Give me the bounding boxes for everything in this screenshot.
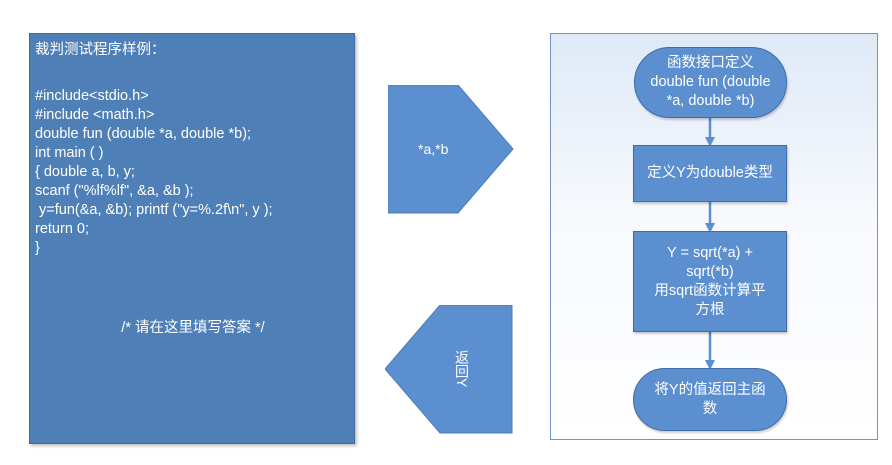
left-arrow-label: 返回Y — [454, 350, 470, 388]
flow-step-define: 定义Y为double类型 — [633, 145, 787, 202]
code-title: 裁判测试程序样例： — [35, 42, 166, 58]
code-line: int main ( ) — [35, 145, 104, 161]
code-line: { double a, b, y; — [35, 164, 135, 180]
code-line: double fun (double *a, double *b); — [35, 126, 252, 142]
node-text: 用sqrt函数计算平 — [654, 282, 766, 299]
node-text: 将Y的值返回主函 — [654, 381, 766, 398]
code-line: return 0; — [35, 221, 89, 237]
flow-start-node: 函数接口定义 double fun (double *a, double *b) — [634, 47, 787, 118]
answer-placeholder: /* 请在这里填写答案 */ — [121, 320, 265, 336]
right-arrow — [388, 85, 514, 214]
node-text: Y = sqrt(*a) + — [667, 244, 753, 261]
node-text: *a, double *b) — [666, 93, 755, 109]
flow-step-compute: Y = sqrt(*a) + sqrt(*b) 用sqrt函数计算平 方根 — [633, 231, 787, 332]
code-line: scanf ("%lf%lf", &a, &b ); — [35, 183, 194, 199]
node-text: 方根 — [695, 301, 725, 318]
code-line: y=fun(&a, &b); printf ("y=%.2f\n", y ); — [35, 202, 273, 218]
flow-end-node: 将Y的值返回主函 数 — [633, 368, 787, 431]
code-line: } — [35, 240, 40, 256]
code-line: #include <math.h> — [35, 107, 155, 123]
node-text: 函数接口定义 — [667, 55, 754, 71]
node-text: double fun (double — [650, 74, 771, 90]
code-line: #include<stdio.h> — [35, 88, 149, 104]
left-arrow — [385, 305, 513, 434]
right-arrow-label: *a,*b — [418, 141, 449, 157]
node-text: 定义Y为double类型 — [647, 165, 773, 181]
code-lines: #include<stdio.h> #include <math.h> doub… — [35, 87, 273, 258]
code-panel: 裁判测试程序样例： #include<stdio.h> #include <ma… — [29, 33, 355, 444]
node-text: sqrt(*b) — [686, 263, 734, 280]
node-text: 数 — [702, 400, 718, 417]
